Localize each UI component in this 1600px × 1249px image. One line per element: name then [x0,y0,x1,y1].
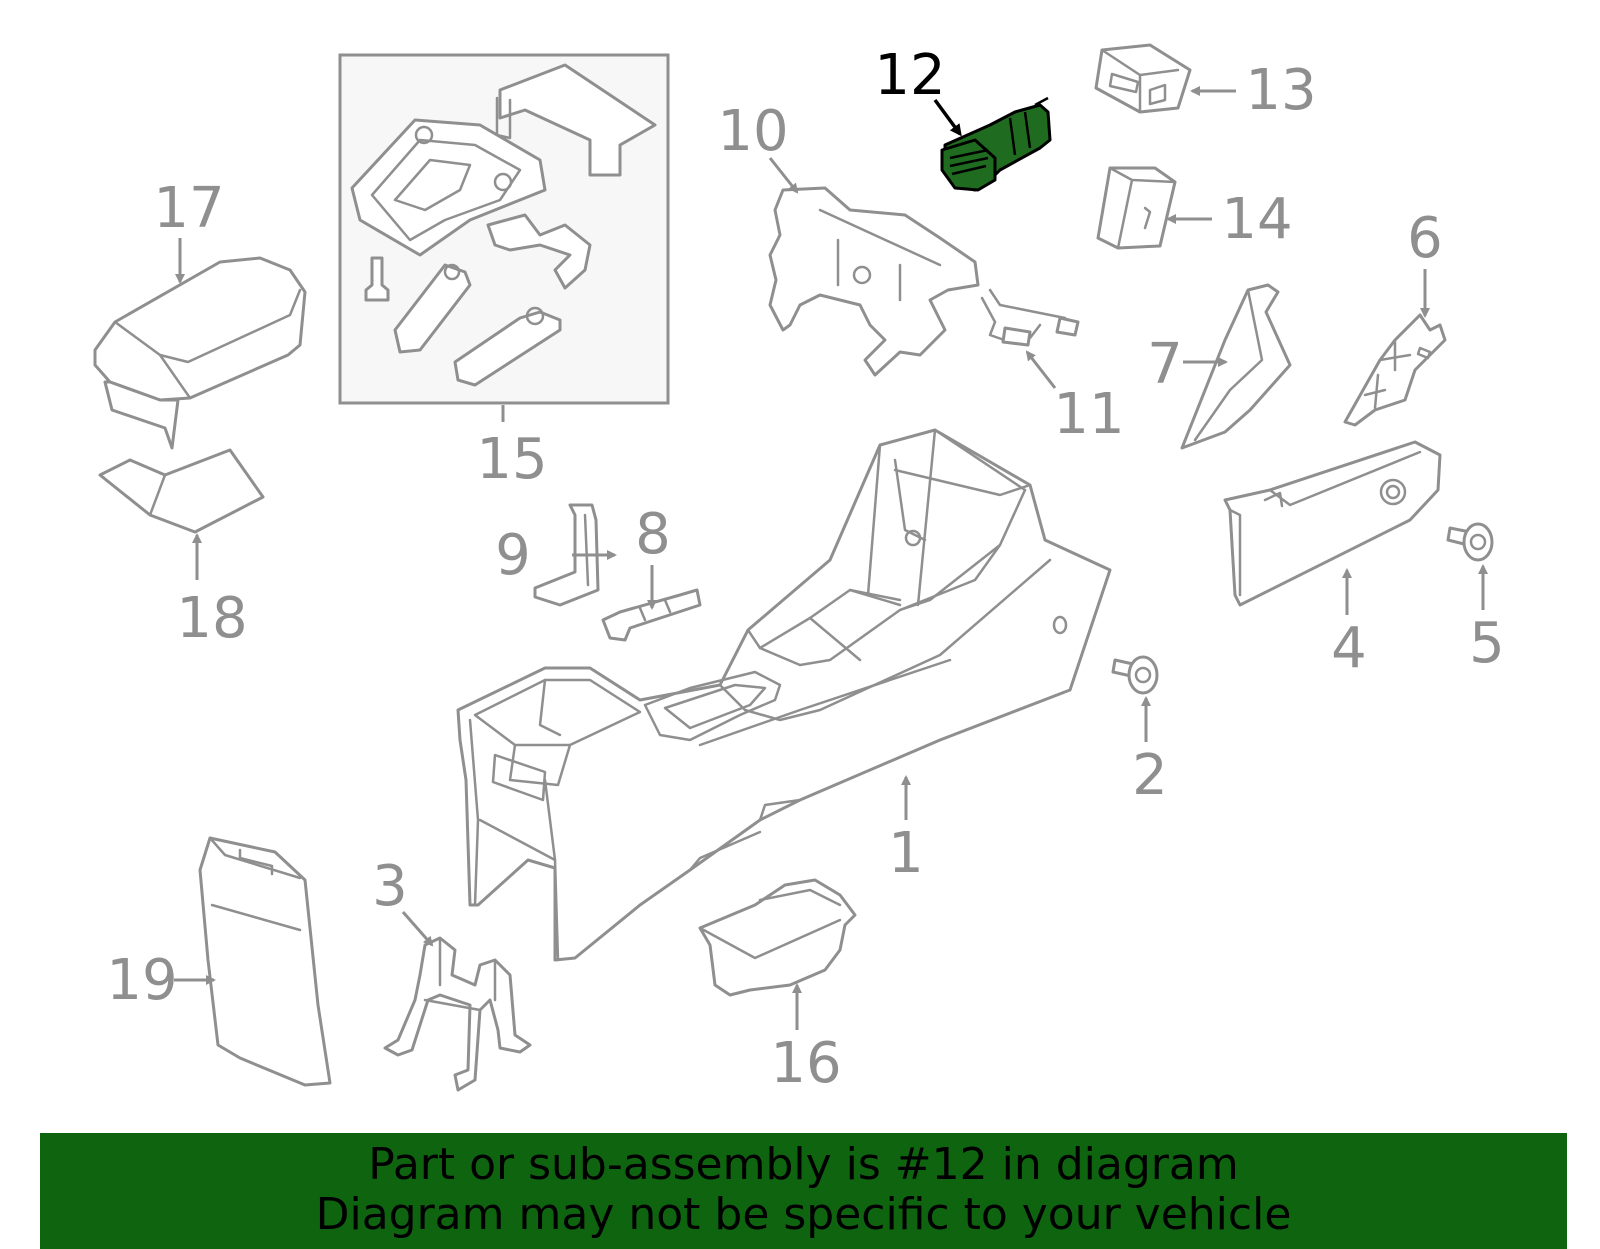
callout-19: 19 [106,948,177,1013]
part-6-bracket[interactable] [1343,313,1447,427]
callout-10: 10 [717,99,788,164]
callout-12: 12 [874,43,945,108]
part-12-power-socket[interactable] [940,96,1052,192]
callout-11: 11 [1053,382,1124,447]
callout-8: 8 [635,502,671,567]
callout-18: 18 [176,586,247,651]
callout-numbers: 17 18 15 10 12 13 14 11 7 6 4 5 2 1 9 8 … [106,43,1504,1096]
banner-line-2: Diagram may not be specific to your vehi… [315,1189,1292,1240]
callout-4: 4 [1331,616,1367,681]
notice-banner: Part or sub-assembly is #12 in diagram D… [40,1133,1567,1249]
part-3-mount-bracket[interactable] [383,936,532,1092]
part-5-screw[interactable] [1446,522,1494,562]
leader-3 [401,911,434,947]
banner-line-1: Part or sub-assembly is #12 in diagram [368,1139,1239,1190]
part-18-pad[interactable] [98,448,265,534]
callout-16: 16 [770,1031,841,1096]
part-8-strip[interactable] [601,588,702,642]
callout-3: 3 [372,854,408,919]
callout-6: 6 [1407,206,1443,271]
part-1-console-body[interactable] [456,428,1112,962]
callout-5: 5 [1469,611,1505,676]
leader-lines [174,86,1488,1030]
leader-12 [933,98,962,137]
part-7-side-trim[interactable] [1180,283,1292,450]
callout-1: 1 [888,821,924,886]
leader-11 [1025,350,1057,389]
part-17-armrest-lid[interactable] [93,256,307,450]
part-9-bracket[interactable] [533,503,600,607]
callout-17: 17 [153,176,224,241]
part-15-shifter-assembly[interactable] [338,53,670,405]
callout-2: 2 [1132,743,1168,808]
callout-13: 13 [1245,58,1316,123]
callout-14: 14 [1221,187,1292,252]
leader-10 [768,157,799,194]
part-2-screw[interactable] [1111,655,1159,695]
part-19-rear-panel[interactable] [198,836,332,1087]
callout-15: 15 [476,427,547,492]
part-14-switch-cover[interactable] [1096,166,1177,250]
callout-9: 9 [495,523,531,588]
part-11-harness[interactable] [980,288,1080,347]
part-4-side-panel[interactable] [1223,440,1442,607]
part-13-switch[interactable] [1094,43,1192,114]
part-10-bracket-panel[interactable] [768,186,980,377]
callout-7: 7 [1147,332,1183,397]
part-16-tray[interactable] [698,878,857,997]
